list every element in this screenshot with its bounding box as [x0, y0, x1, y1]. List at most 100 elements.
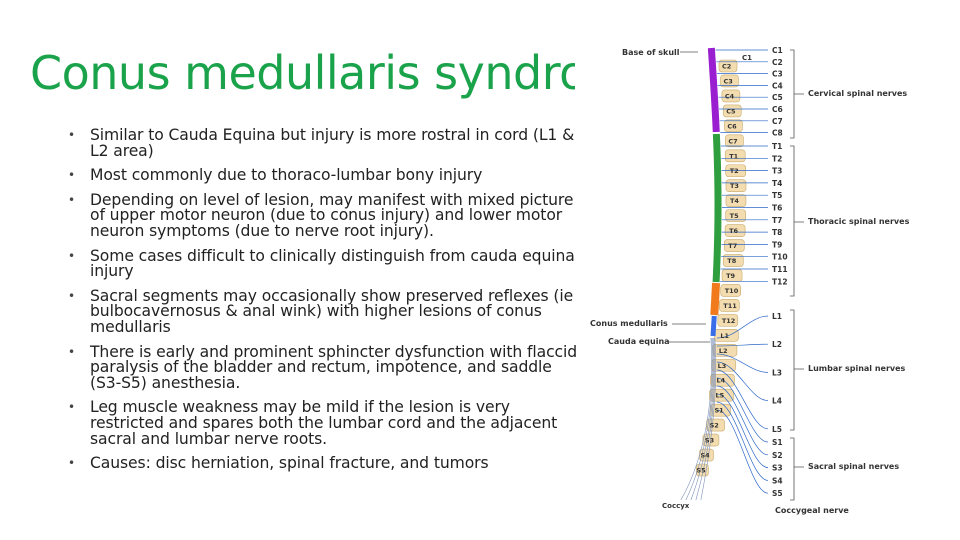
- vertebra-label: C2: [722, 63, 731, 71]
- bullet-list: Similar to Cauda Equina but injury is mo…: [58, 127, 578, 481]
- vertebra-label: S2: [710, 422, 719, 430]
- nerve-label: S3: [772, 464, 783, 473]
- bullet-item: Similar to Cauda Equina but injury is mo…: [58, 127, 578, 159]
- nerve-label: S4: [772, 476, 783, 485]
- nerve-label: T6: [772, 204, 782, 213]
- vertebra-label: T11: [723, 302, 737, 310]
- nerve-label: C1: [772, 46, 783, 55]
- vertebra-body: [717, 314, 739, 327]
- coccygeal-label: Coccygeal nerve: [775, 506, 849, 515]
- thoracic-group-label: Thoracic spinal nerves: [808, 217, 910, 226]
- spinal-nerve-line: [716, 409, 769, 494]
- vertebra-label: C5: [726, 107, 736, 115]
- vertebra-label: C4: [725, 92, 735, 100]
- c1-marker-label: C1: [742, 54, 752, 62]
- spinal-nerve-line: [716, 369, 769, 430]
- bullet-item: There is early and prominent sphincter d…: [58, 344, 578, 392]
- cauda-equina-strand: [690, 337, 715, 501]
- vertebra-body: [725, 209, 746, 222]
- nerve-label: L4: [772, 397, 782, 406]
- labels-group: C2C3C4C5C6C7T1T2T3T4T5T6T7T8T9T10T11T12L…: [696, 46, 787, 498]
- vertebra-body: [724, 119, 743, 133]
- spinal-nerve-line: [716, 393, 769, 468]
- vertebra-body: [724, 149, 746, 163]
- vertebra-body: [720, 74, 739, 88]
- nerve-label: S5: [772, 489, 783, 498]
- title-container: Conus medullaris syndrome: [30, 38, 575, 108]
- nerve-label: T8: [772, 228, 782, 237]
- sacral-bracket: [790, 437, 804, 501]
- cervical-cord-segment: [707, 47, 720, 133]
- bullet-item: Leg muscle weakness may be mild if the l…: [58, 400, 578, 447]
- nerve-label: T1: [772, 142, 782, 151]
- vertebra-label: T10: [725, 287, 739, 295]
- nerve-label: C2: [772, 58, 783, 67]
- nerve-label: C4: [772, 81, 783, 90]
- cauda-equina-strand: [695, 337, 716, 501]
- nerve-label: T2: [772, 154, 782, 163]
- vertebra-body: [722, 104, 742, 118]
- nerve-label: S1: [772, 438, 783, 447]
- nerve-label: S2: [772, 451, 783, 460]
- vertebra-body: [724, 224, 746, 237]
- nerve-label: T12: [772, 277, 788, 286]
- nerve-lines-group: [715, 49, 769, 494]
- nerve-label: L5: [772, 425, 782, 434]
- vertebra-label: L4: [716, 377, 725, 385]
- vertebra-body: [725, 134, 744, 148]
- conus-medullaris-segment: [710, 315, 717, 337]
- spinal-nerve-line: [716, 385, 769, 456]
- vertebra-body: [712, 343, 738, 357]
- vertebra-label: L3: [718, 362, 727, 370]
- coccyx-label: Coccyx: [662, 502, 690, 510]
- vertebra-label: T3: [730, 182, 739, 190]
- vertebra-label: T2: [730, 167, 739, 175]
- nerve-label: T10: [772, 253, 788, 262]
- nerve-label: L2: [772, 340, 782, 349]
- nerve-label: C7: [772, 117, 783, 126]
- vertebra-label: T1: [729, 152, 738, 160]
- nerve-label: T4: [772, 179, 782, 188]
- spinal-nerve-line: [716, 343, 769, 347]
- spinal-nerve-line: [716, 361, 769, 401]
- bullet-item: Sacral segments may occasionally show pr…: [58, 288, 578, 336]
- cauda-equina-label: Cauda equina: [608, 337, 670, 346]
- vertebra-label: T4: [730, 197, 739, 205]
- vertebra-label: T8: [727, 257, 736, 265]
- thoracic-cord-segment: [712, 133, 722, 283]
- page-title: Conus medullaris syndrome: [30, 46, 575, 100]
- vertebra-body: [721, 89, 741, 103]
- vertebra-label: S4: [701, 452, 711, 460]
- bullet-item: Most commonly due to thoraco-lumbar bony…: [58, 168, 578, 184]
- vertebra-label: T5: [730, 212, 739, 220]
- spinal-nerve-line: [716, 401, 769, 481]
- vertebra-label: S1: [715, 407, 725, 415]
- cauda-equina-strand: [685, 337, 714, 501]
- nerve-label: L1: [772, 312, 782, 321]
- cervical-group-label: Cervical spinal nerves: [808, 89, 907, 98]
- spinal-nerve-line: [716, 353, 769, 373]
- vertebra-label: C6: [727, 122, 737, 130]
- vertebra-label: T7: [728, 242, 737, 250]
- nerve-label: C6: [772, 105, 783, 114]
- spinal-nerve-line: [716, 377, 769, 443]
- nerve-label: L3: [772, 368, 782, 377]
- vertebra-label: C7: [728, 137, 737, 145]
- nerve-label: C3: [772, 70, 783, 79]
- vertebra-body: [725, 194, 747, 207]
- nerve-label: T11: [772, 265, 788, 274]
- nerve-label: T7: [772, 216, 782, 225]
- cauda-equina-strand: [700, 337, 717, 501]
- spinal-nerves-diagram: C2C3C4C5C6C7T1T2T3T4T5T6T7T8T9T10T11T12L…: [590, 46, 910, 515]
- nerve-label: T5: [772, 191, 782, 200]
- bullet-item: Depending on level of lesion, may manife…: [58, 192, 578, 240]
- nerve-label: T9: [772, 240, 782, 249]
- lumbar-bracket: [790, 309, 804, 431]
- conus-medullaris-label: Conus medullaris: [590, 319, 668, 328]
- vertebra-label: L1: [720, 332, 729, 340]
- nerve-label: C8: [772, 129, 783, 138]
- bullet-item: Some cases difficult to clinically disti…: [58, 248, 578, 280]
- cauda-equina-strand: [680, 337, 713, 501]
- spinal-nerve-line: [716, 315, 769, 339]
